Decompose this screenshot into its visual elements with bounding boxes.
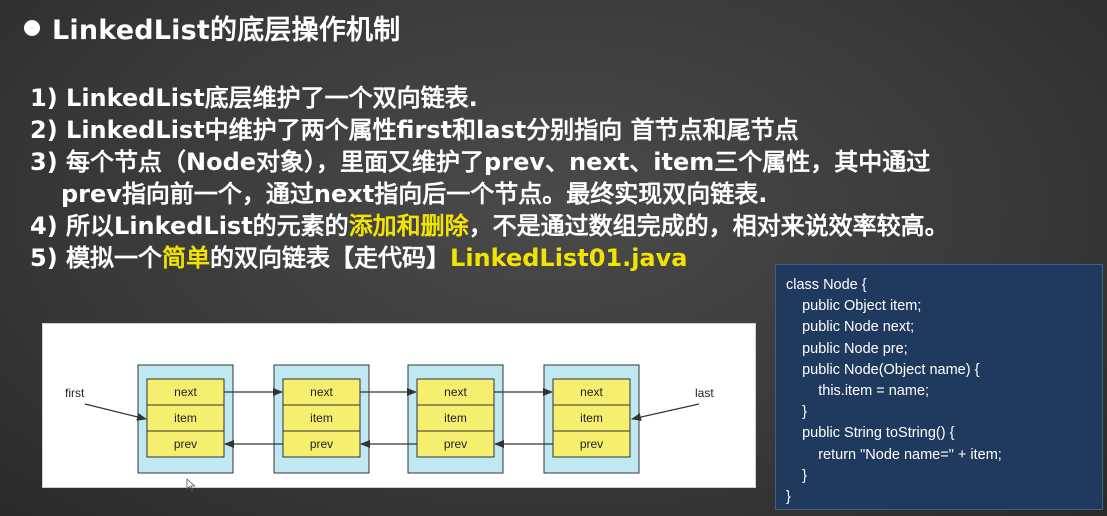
- code-line: return "Node name=" + item;: [786, 446, 1002, 463]
- code-line: public Object item;: [786, 298, 922, 315]
- list-item-text: 4) 所以LinkedList的元素的: [30, 212, 349, 240]
- node-field-label: next: [580, 385, 603, 399]
- node-field-label: next: [174, 385, 197, 399]
- node-field-next: [146, 378, 225, 406]
- code-line: public Node next;: [786, 319, 915, 336]
- code-line: public String toString() {: [786, 425, 955, 442]
- node-field-label: item: [310, 411, 333, 425]
- first-arrow: [84, 403, 147, 421]
- list-item-text: 3) 每个节点（Node对象），里面又维护了prev、next、item三个属性…: [30, 148, 931, 176]
- mechanism-list: 1) LinkedList底层维护了一个双向链表. 2) LinkedList中维…: [30, 82, 1100, 274]
- node-field-item: [282, 404, 361, 432]
- diagram-svg: next item prev next item prev next item prev next…: [65, 364, 714, 474]
- list-item: 2) LinkedList中维护了两个属性first和last分别指向 首节点和…: [30, 114, 1100, 146]
- list-item: 1) LinkedList底层维护了一个双向链表.: [30, 82, 1100, 114]
- code-line: }: [786, 467, 807, 484]
- last-arrow: [631, 403, 700, 421]
- list-item: 4) 所以LinkedList的元素的添加和删除，不是通过数组完成的，相对来说效…: [30, 210, 1100, 242]
- node-field-label: prev: [444, 437, 467, 451]
- node-field-label: next: [444, 385, 467, 399]
- code-line: }: [786, 404, 807, 421]
- node-field-label: item: [580, 411, 603, 425]
- code-line: public Node(Object name) {: [786, 361, 980, 378]
- page-title: LinkedList的底层操作机制: [52, 15, 401, 46]
- list-item: 3) 每个节点（Node对象），里面又维护了prev、next、item三个属性…: [30, 146, 1100, 178]
- node-field-label: prev: [310, 437, 333, 451]
- list-item: prev指向前一个，通过next指向后一个节点。最终实现双向链表.: [30, 178, 1100, 210]
- linked-list-diagram: next item prev next item prev next item prev next…: [42, 323, 756, 488]
- highlighted-text: 简单: [162, 244, 211, 272]
- node-class-code: class Node { public Object item; public …: [775, 264, 1103, 510]
- list-item-text: 1) LinkedList底层维护了一个双向链表.: [30, 84, 478, 112]
- first-label: first: [65, 386, 85, 400]
- node-field-label: next: [310, 385, 333, 399]
- last-label: last: [695, 386, 714, 400]
- node-field-next: [416, 378, 495, 406]
- list-item: 5) 模拟一个简单的双向链表【走代码】LinkedList01.java: [30, 242, 1100, 274]
- node-field-label: prev: [174, 437, 197, 451]
- list-item-text: 5) 模拟一个: [30, 244, 163, 272]
- node-field-prev: [552, 430, 631, 458]
- code-line: class Node {: [786, 277, 867, 293]
- highlighted-text: LinkedList01.java: [450, 244, 688, 272]
- node-field-label: item: [444, 411, 467, 425]
- node-field-prev: [146, 430, 225, 458]
- title-bullet: [24, 20, 40, 36]
- code-line: this.item = name;: [786, 383, 930, 400]
- list-item-text: prev指向前一个，通过next指向后一个节点。最终实现双向链表.: [61, 180, 768, 208]
- list-item-text: 2) LinkedList中维护了两个属性first和last分别指向 首节点和…: [30, 116, 799, 144]
- node-field-label: prev: [580, 437, 603, 451]
- list-item-text: 的双向链表【走代码】: [210, 244, 451, 272]
- code-line: public Node pre;: [786, 340, 908, 357]
- highlighted-text: 添加和删除: [348, 212, 469, 240]
- node-field-label: item: [174, 411, 197, 425]
- code-line: }: [786, 489, 791, 506]
- list-item-text: ，不是通过数组完成的，相对来说效率较高。: [468, 212, 949, 240]
